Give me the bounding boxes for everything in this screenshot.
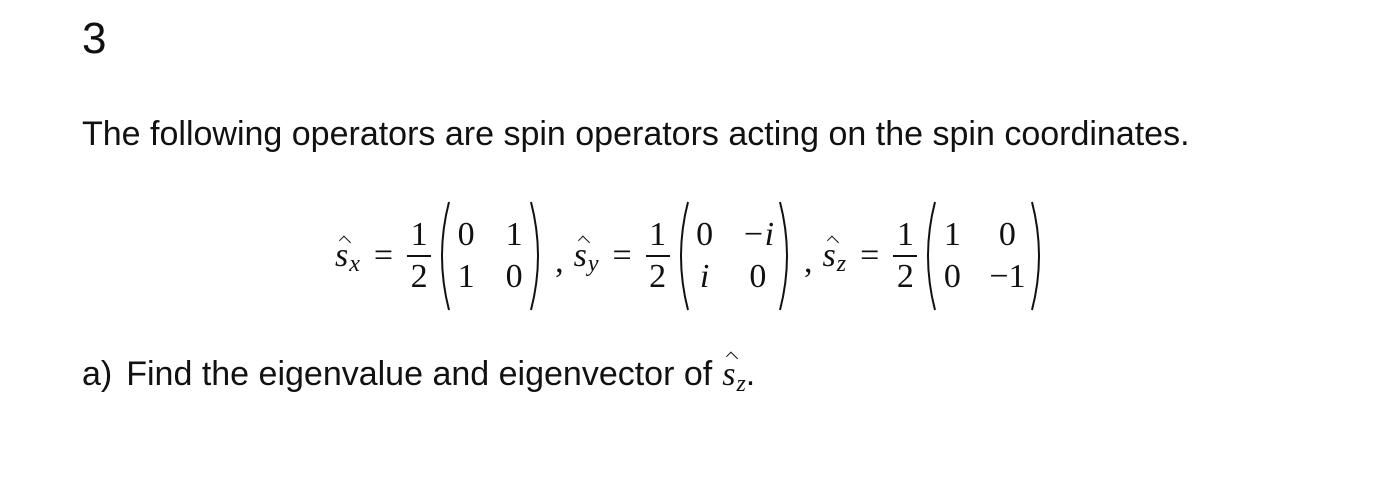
operator-symbol: s — [722, 353, 735, 397]
question-a: a) Find the eigenvalue and eigenvector o… — [82, 352, 755, 400]
coefficient-fraction: 1 2 — [893, 216, 918, 295]
equals-sign: = — [860, 237, 880, 274]
matrix-cell: 0 — [696, 216, 714, 253]
matrix-cells: 0 −i i 0 — [690, 217, 778, 295]
separator-comma: , — [804, 243, 813, 280]
fraction-numerator: 1 — [896, 216, 914, 254]
matrix-cell: −i — [741, 216, 775, 253]
operator-subscript: z — [836, 250, 847, 277]
problem-intro: The following operators are spin operato… — [82, 115, 1190, 153]
coefficient-fraction: 1 2 — [407, 216, 432, 295]
operator-symbol: s — [335, 237, 349, 274]
matrix-sy: 0 −i i 0 — [674, 200, 794, 312]
operator-subscript: y — [587, 250, 599, 277]
operator-symbol: s — [573, 237, 587, 274]
fraction-bar — [893, 255, 918, 257]
separator-comma: , — [555, 243, 564, 280]
right-parenthesis — [779, 201, 788, 311]
matrix-cells: 1 0 0 −1 — [937, 217, 1029, 295]
fraction-bar — [645, 255, 670, 257]
fraction-denominator: 2 — [896, 257, 914, 295]
matrix-cell: 1 — [505, 216, 523, 253]
left-parenthesis — [927, 201, 937, 311]
question-text: Find the eigenvalue and eigenvector of — [126, 355, 713, 393]
equals-sign: = — [612, 237, 632, 274]
equals-sign: = — [373, 237, 394, 274]
operator-subscript: x — [349, 250, 360, 277]
operator-symbol: s — [822, 237, 836, 274]
matrix-cell: 0 — [943, 258, 961, 295]
matrix-cell: 0 — [998, 216, 1016, 253]
matrix-sz: 1 0 0 −1 — [921, 200, 1045, 312]
matrix-cells: 0 1 1 0 — [451, 217, 529, 295]
matrix-cell: 0 — [749, 258, 767, 295]
question-marker: a) — [82, 355, 113, 393]
matrix-sx: 0 1 1 0 — [435, 200, 545, 312]
left-parenthesis — [679, 201, 689, 311]
matrix-cell: i — [699, 258, 710, 295]
right-parenthesis — [1030, 201, 1040, 311]
operator-subscript: z — [736, 371, 746, 397]
left-parenthesis — [441, 201, 451, 311]
matrix-cell: 1 — [457, 258, 475, 295]
problem-number: 3 — [82, 14, 107, 63]
matrix-cell: −1 — [989, 258, 1026, 295]
fraction-bar — [407, 255, 432, 257]
right-parenthesis — [530, 201, 540, 311]
matrix-cell: 0 — [505, 258, 523, 295]
question-period: . — [745, 355, 756, 393]
fraction-numerator: 1 — [410, 216, 428, 254]
fraction-numerator: 1 — [649, 216, 667, 254]
coefficient-fraction: 1 2 — [645, 216, 670, 295]
matrix-cell: 0 — [457, 216, 475, 253]
fraction-denominator: 2 — [649, 257, 667, 295]
fraction-denominator: 2 — [410, 257, 428, 295]
matrix-cell: 1 — [943, 216, 961, 253]
